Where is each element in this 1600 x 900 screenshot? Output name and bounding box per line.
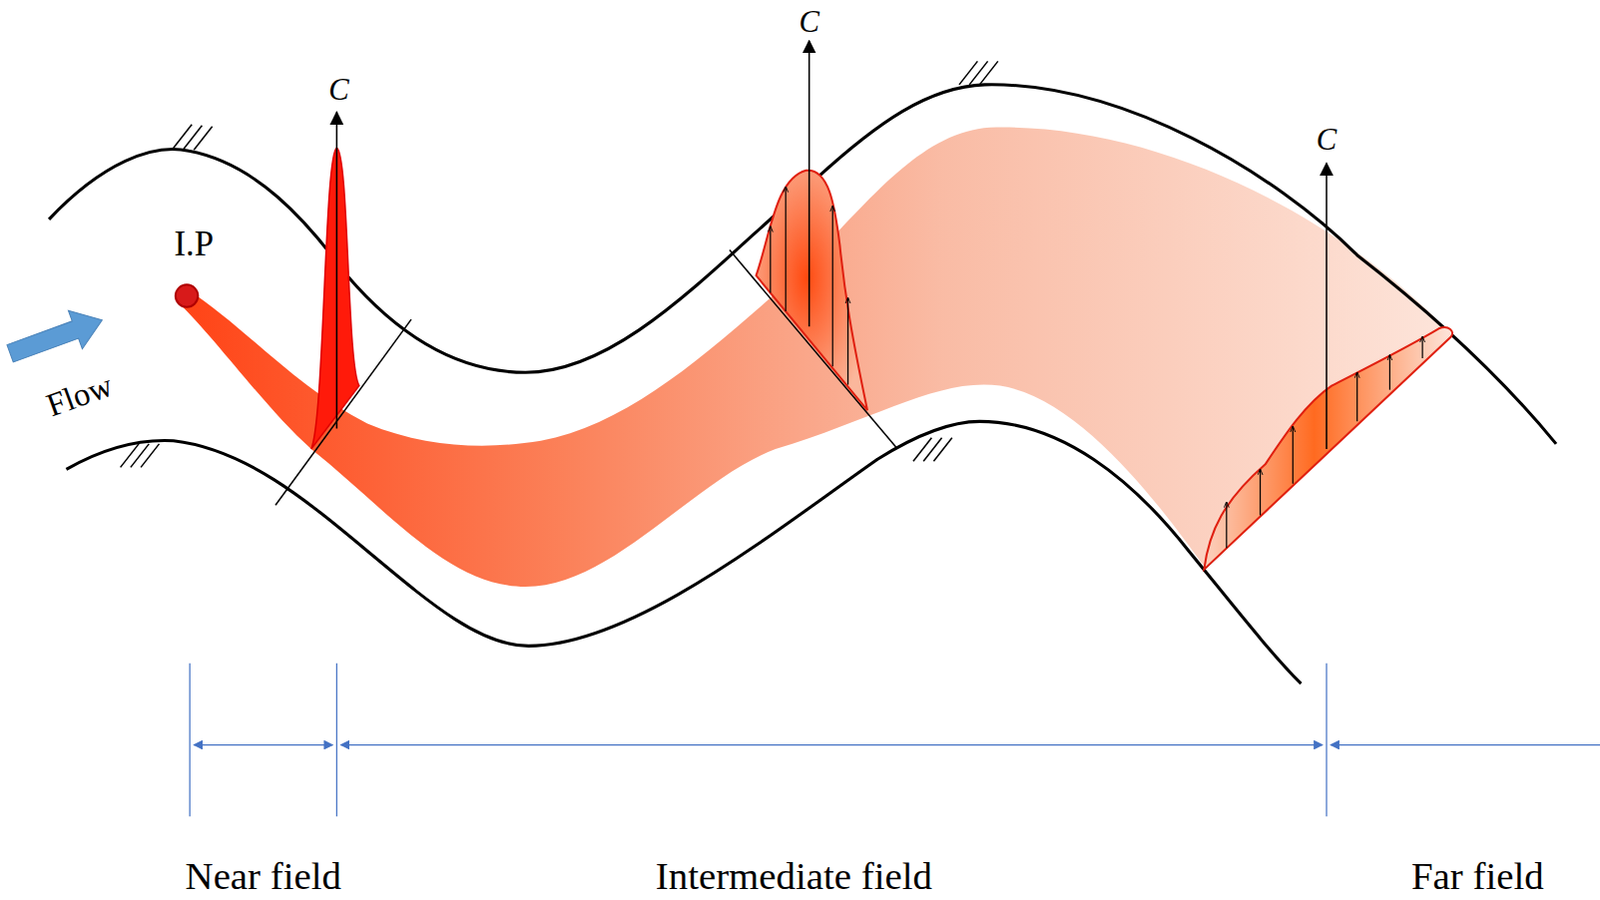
region-label: Intermediate field	[655, 857, 933, 897]
region-label: Near field	[185, 857, 342, 897]
axis-label: C	[328, 74, 349, 106]
injection-point-label: I.P	[173, 227, 214, 263]
axis-label: C	[1316, 124, 1337, 156]
region-label: Far field	[1411, 857, 1545, 897]
axis-label: C	[798, 6, 819, 38]
flow-label: Flow	[42, 369, 117, 424]
